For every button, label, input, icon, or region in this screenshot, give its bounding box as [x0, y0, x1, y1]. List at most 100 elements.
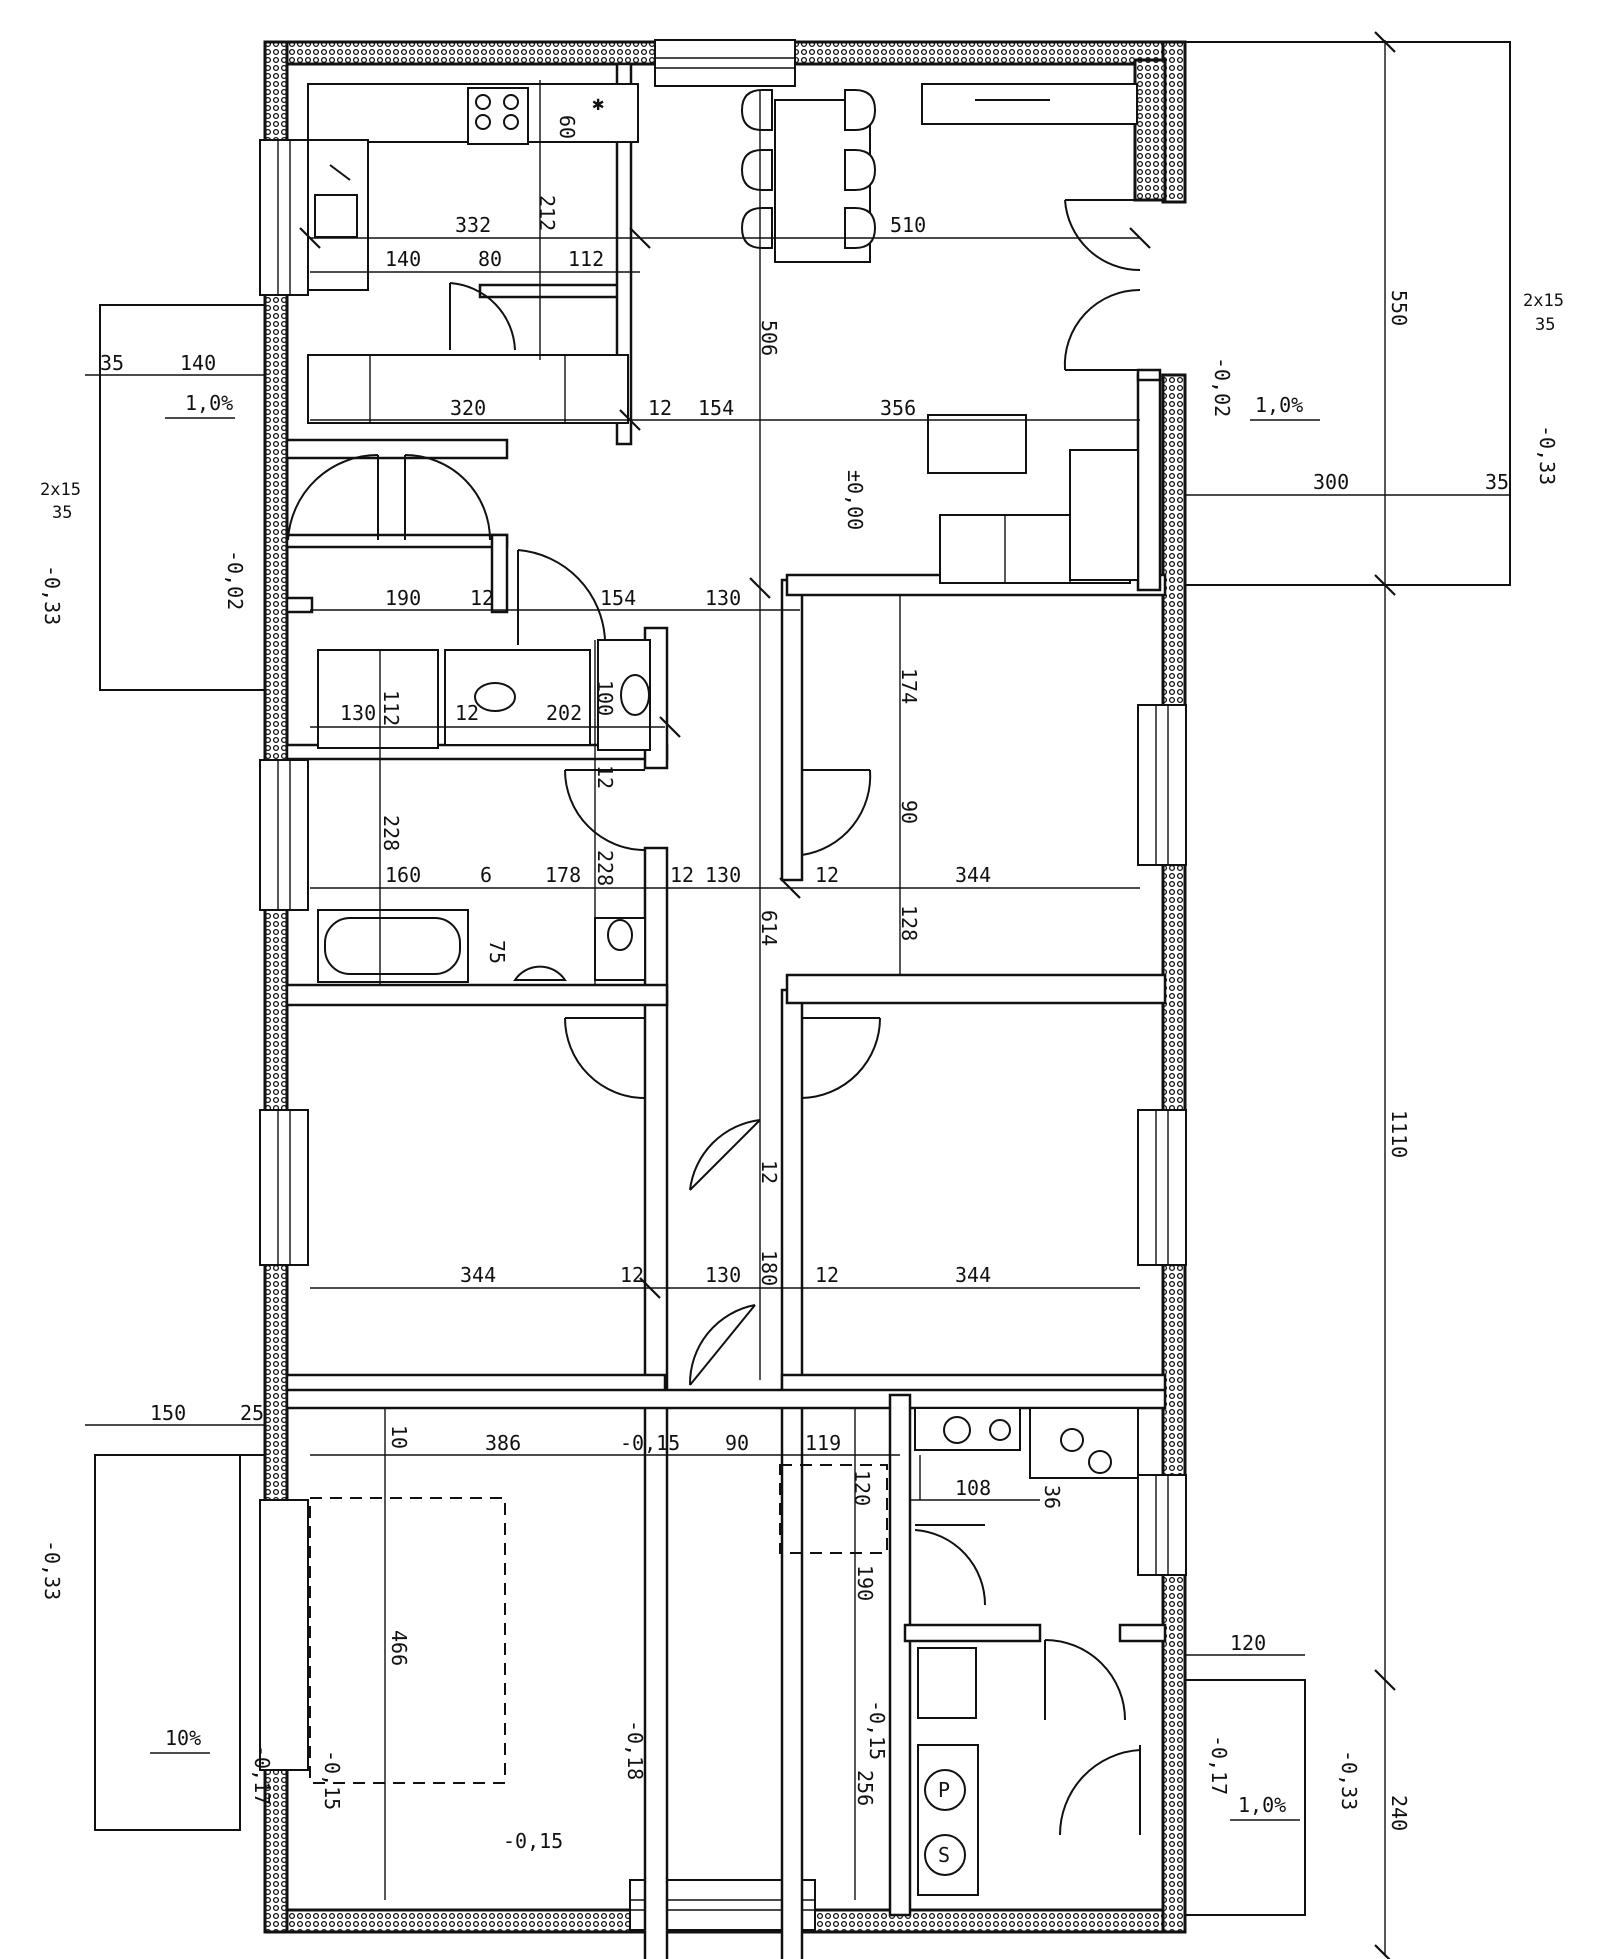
- windows: [259, 39, 1187, 1931]
- level-mark: -0,15: [503, 1829, 563, 1853]
- dim-228-a: 228: [379, 815, 403, 851]
- dim-180: 180: [757, 1250, 781, 1286]
- level-marks: ±0,00 -0,02 -0,02 -0,33 -0,33 -0,15 -0,1…: [40, 357, 1559, 1853]
- dim-108: 108: [955, 1476, 991, 1500]
- level-mark: -0,02: [223, 550, 247, 610]
- dim-228-b: 228: [593, 850, 617, 886]
- step-a-top: 2x15: [40, 480, 81, 500]
- dim-212: 212: [535, 195, 559, 231]
- level-mark: -0,15: [320, 1750, 344, 1810]
- dim-202: 202: [546, 701, 582, 725]
- level-mark: -0,33: [40, 1540, 64, 1600]
- dim-240: 240: [1387, 1795, 1411, 1831]
- appliance-s-symbol: S: [938, 1843, 950, 1867]
- dim-320: 320: [450, 396, 486, 420]
- level-mark: -0,02: [1210, 357, 1234, 417]
- dim-466: 466: [387, 1630, 411, 1666]
- slope-label: 10%: [165, 1726, 201, 1750]
- dim-12-h: 12: [620, 1263, 644, 1287]
- doors: [287, 199, 1141, 1836]
- appliance-p-symbol: P: [938, 1778, 950, 1802]
- step-labels: 2x15 35 2x15 35: [40, 291, 1564, 523]
- step-b-bottom: 35: [1535, 315, 1555, 335]
- dim-140: 140: [385, 247, 421, 271]
- dim-356: 356: [880, 396, 916, 420]
- dim-12-f: 12: [815, 863, 839, 887]
- dim-12-i: 12: [815, 1263, 839, 1287]
- dim-12: 12: [648, 396, 672, 420]
- dim-140-terrace: 140: [180, 351, 216, 375]
- dim-550: 550: [1387, 290, 1411, 326]
- dim-25: 25: [240, 1401, 264, 1425]
- dim-12-b: 12: [470, 586, 494, 610]
- dim-614: 614: [757, 910, 781, 946]
- dim-300: 300: [1313, 470, 1349, 494]
- dim-332: 332: [455, 213, 491, 237]
- dim-344-c: 344: [955, 1263, 991, 1287]
- step-a-bottom: 35: [52, 503, 72, 523]
- dimension-labels: 332 60 212 140 80 112 510 506 320 12 154…: [100, 115, 1509, 1831]
- dim-154: 154: [698, 396, 734, 420]
- dim-130-d: 130: [705, 1263, 741, 1287]
- dim-506: 506: [757, 320, 781, 356]
- dim-100: 100: [593, 680, 617, 716]
- dim-35-b: 35: [1485, 470, 1509, 494]
- dim-112-b: 112: [379, 690, 403, 726]
- dim-10: 10: [387, 1425, 411, 1449]
- dim-130-b: 130: [340, 701, 376, 725]
- dim-12-g: 12: [757, 1160, 781, 1184]
- dim-90-b: 90: [725, 1431, 749, 1455]
- dim-344-b: 344: [460, 1263, 496, 1287]
- dim-160: 160: [385, 863, 421, 887]
- level-mark: -0,17: [1207, 1735, 1231, 1795]
- level-mark: -0,15: [865, 1700, 889, 1760]
- dim-256: 256: [853, 1770, 877, 1806]
- slope-labels: 1,0% 1,0% 10% 1,0%: [150, 391, 1320, 1821]
- dim-130-a: 130: [705, 586, 741, 610]
- dim-90-a: 90: [897, 800, 921, 824]
- dim-12-c: 12: [455, 701, 479, 725]
- dim-190-b: 190: [853, 1565, 877, 1601]
- slope-label: 1,0%: [185, 391, 233, 415]
- dimension-lines: [85, 31, 1510, 1959]
- dim-120: 120: [850, 1470, 874, 1506]
- dim-80: 80: [478, 247, 502, 271]
- step-b-top: 2x15: [1523, 291, 1564, 311]
- dim-154-b: 154: [600, 586, 636, 610]
- dim-119: 119: [805, 1431, 841, 1455]
- kitchen-furniture: ✱ P S: [307, 83, 1139, 1896]
- terrace-outlines: [94, 41, 1511, 1916]
- dim-150: 150: [150, 1401, 186, 1425]
- slope-label: 1,0%: [1238, 1793, 1286, 1817]
- level-mark: -0,33: [1337, 1750, 1361, 1810]
- dim-344-a: 344: [955, 863, 991, 887]
- dim-120-b: 120: [1230, 1631, 1266, 1655]
- dim-510: 510: [890, 213, 926, 237]
- dim-36: 36: [1040, 1485, 1064, 1509]
- dim-112: 112: [568, 247, 604, 271]
- dim-6: 6: [480, 863, 492, 887]
- dim-130-c: 130: [705, 863, 741, 887]
- dim-178: 178: [545, 863, 581, 887]
- dim-174: 174: [897, 668, 921, 704]
- level-mark: -0,33: [1535, 425, 1559, 485]
- dim-190: 190: [385, 586, 421, 610]
- level-mark: -0,17: [250, 1745, 274, 1805]
- dim-60: 60: [555, 115, 579, 139]
- dim-75: 75: [485, 940, 509, 964]
- level-mark: ±0,00: [843, 470, 867, 530]
- dim-386: 386: [485, 1431, 521, 1455]
- dim-35: 35: [100, 351, 124, 375]
- level-mark: -0,33: [40, 565, 64, 625]
- svg-text:✱: ✱: [592, 91, 604, 115]
- interior-walls: [285, 62, 1167, 1959]
- slope-label: 1,0%: [1255, 393, 1303, 417]
- dim-12-e: 12: [670, 863, 694, 887]
- dim-1110: 1110: [1387, 1110, 1411, 1158]
- level-mark: -0,18: [623, 1720, 647, 1780]
- dim-12-d: 12: [593, 765, 617, 789]
- level-mark: -0,15: [620, 1431, 680, 1455]
- dim-128: 128: [897, 905, 921, 941]
